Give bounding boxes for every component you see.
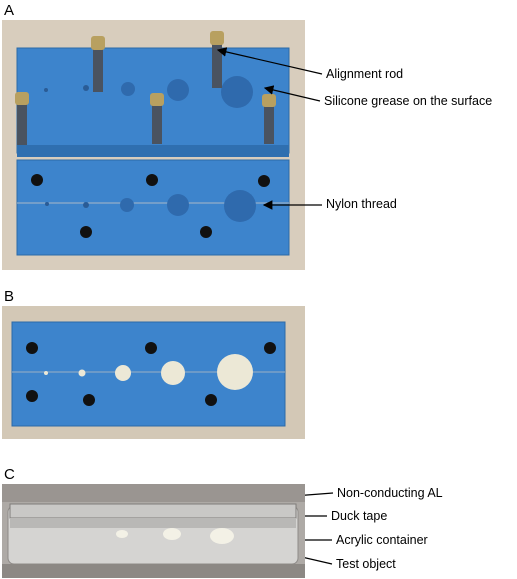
test-object-label: Test object bbox=[336, 557, 396, 571]
silicone-grease-label: Silicone grease on the surface bbox=[324, 94, 493, 108]
panel-c-letter: C bbox=[4, 466, 15, 483]
container-side-view-image bbox=[2, 484, 305, 578]
nylon-thread-label: Nylon thread bbox=[326, 197, 397, 211]
alignment-rod-label: Alignment rod bbox=[326, 67, 404, 81]
duck-tape-label: Duck tape bbox=[331, 509, 388, 523]
panel-b-photo bbox=[2, 306, 305, 439]
panel-b-letter: B bbox=[4, 288, 15, 305]
non-conducting-al-label: Non-conducting AL bbox=[337, 486, 443, 500]
acrylic-container-label: Acrylic container bbox=[336, 533, 428, 547]
panel-a-letter: A bbox=[4, 2, 15, 19]
mold-with-spheres-image bbox=[2, 306, 305, 439]
mold-halves-image bbox=[2, 20, 305, 270]
panel-a-photo bbox=[2, 20, 305, 270]
panel-c-photo bbox=[2, 484, 305, 578]
